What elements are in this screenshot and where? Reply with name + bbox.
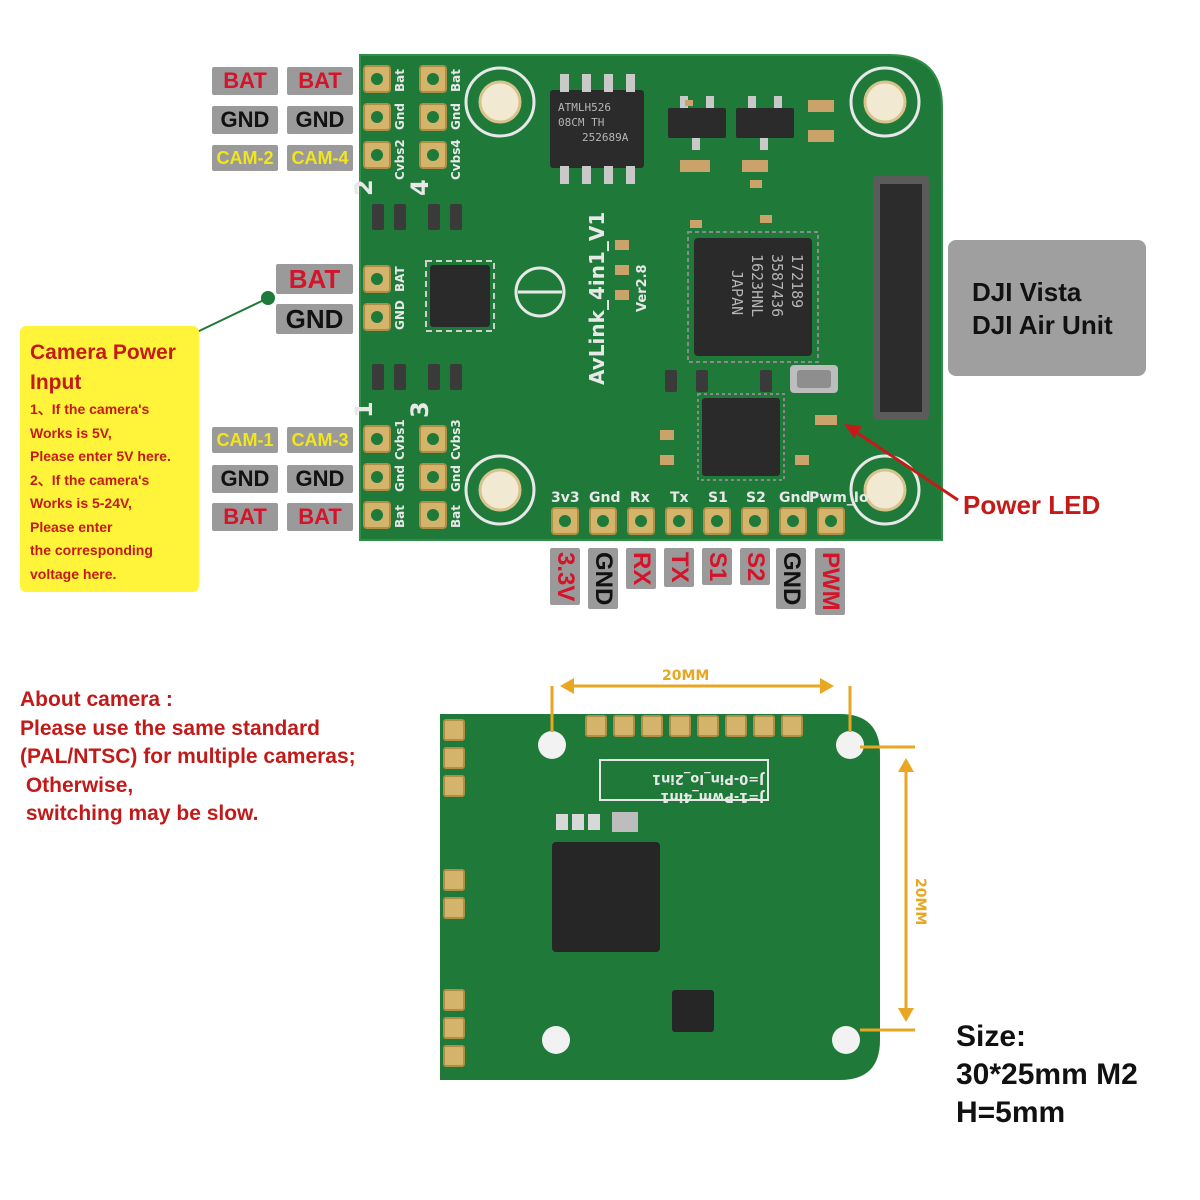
camera-power-note: Camera Power Input 1、If the camera's Wor… [20, 326, 199, 592]
vtag-pwm: PWM [815, 548, 845, 615]
pin-label-pwm: Pwm_Io [809, 490, 869, 506]
svg-text:Gnd: Gnd [393, 103, 407, 130]
tag-cam-3: CAM-3 [287, 427, 353, 453]
dji-compat-box: DJI Vista DJI Air Unit [948, 240, 1146, 376]
note-line: Please enter [30, 518, 113, 535]
tag-gnd-3: GND [212, 465, 278, 493]
tag-bat-1: BAT [212, 67, 278, 95]
note-line: voltage here. [30, 565, 117, 582]
svg-text:Bat: Bat [393, 505, 407, 528]
vtag-3v3: 3.3V [550, 548, 580, 606]
eeprom-chip [550, 74, 644, 184]
svg-text:3587436: 3587436 [768, 254, 786, 317]
note-line: Works is 5V, [30, 424, 112, 441]
pin-label-s2: S2 [746, 490, 766, 506]
power-led-label: Power LED [963, 490, 1101, 520]
top-board: AvLink_4in1_V1 Ver2.8 ATMLH526 08CM TH 2… [350, 54, 943, 541]
svg-text:1623HNL: 1623HNL [748, 254, 766, 317]
svg-text:4: 4 [406, 179, 434, 196]
tag-bat-3: BAT [212, 503, 278, 531]
bottom-board: J=1-Pwm_4in1 J=0-Pin_Io_2in1 [440, 714, 880, 1080]
vtag-tx: TX [664, 548, 694, 587]
svg-text:Cvbs2: Cvbs2 [393, 139, 407, 180]
tag-cam-2: CAM-2 [212, 145, 278, 171]
chip-ic1-line2: 08CM TH [558, 116, 604, 129]
dimension-height-label: 20MM [912, 878, 928, 925]
svg-text:Gnd: Gnd [393, 465, 407, 492]
about-camera-text: About camera : Please use the same stand… [20, 688, 356, 825]
vtag-rx: RX [626, 548, 656, 590]
dimension-height [860, 745, 915, 1032]
svg-text:Cvbs1: Cvbs1 [393, 419, 407, 460]
note-title-2: Input [30, 371, 82, 394]
pin-label-s1: S1 [708, 490, 728, 506]
tag-cam-1: CAM-1 [212, 427, 278, 453]
tag-bat-2: BAT [287, 67, 353, 95]
svg-text:GND: GND [393, 300, 407, 330]
note-title-1: Camera Power [30, 341, 176, 364]
vtag-gnd-2: GND [776, 548, 806, 610]
pin-label-3v3: 3v3 [551, 490, 580, 506]
chip-ic1-line1: ATMLH526 [558, 101, 611, 114]
note-line: Please enter 5V here. [30, 448, 171, 464]
chip-ic1-line3: 252689A [582, 131, 629, 144]
svg-text:Cvbs4: Cvbs4 [449, 139, 463, 180]
tag-gnd-4: GND [287, 465, 353, 493]
main-chip [687, 231, 819, 363]
dimension-width [550, 678, 852, 732]
tag-gnd-1: GND [212, 106, 278, 134]
note-line: 2、If the camera's [30, 471, 150, 488]
svg-text:JAPAN: JAPAN [728, 270, 746, 315]
vtag-gnd-1: GND [588, 548, 618, 610]
vtag-s2: S2 [740, 548, 770, 586]
jumper-label-2: J=0-Pin_Io_2in1 [652, 771, 765, 786]
tag-gnd-mid: GND [276, 304, 353, 334]
tag-bat-4: BAT [287, 503, 353, 531]
tag-gnd-2: GND [287, 106, 353, 134]
svg-text:1: 1 [350, 401, 378, 418]
dimension-width-label: 20MM [662, 668, 709, 684]
dji-line-2: DJI Air Unit [972, 310, 1113, 340]
dji-connector [873, 176, 929, 420]
svg-text:Cvbs3: Cvbs3 [449, 419, 463, 460]
svg-text:Bat: Bat [449, 505, 463, 528]
svg-text:2: 2 [350, 179, 378, 196]
pin-label-rx: Rx [630, 490, 650, 506]
svg-text:Gnd: Gnd [449, 103, 463, 130]
svg-text:Bat: Bat [449, 69, 463, 92]
note-line: the corresponding [30, 542, 153, 558]
svg-text:Gnd: Gnd [449, 465, 463, 492]
dji-line-1: DJI Vista [972, 277, 1082, 307]
svg-text:172189: 172189 [788, 254, 806, 308]
pin-label-gnd2: Gnd [779, 490, 810, 506]
jumper-label-1: J=1-Pwm_4in1 [660, 789, 765, 804]
pcb-version: Ver2.8 [635, 264, 650, 312]
pcb-board-name: AvLink_4in1_V1 [585, 212, 609, 385]
tag-cam-4: CAM-4 [287, 145, 353, 171]
svg-text:3: 3 [406, 401, 434, 418]
vtag-s1: S1 [702, 548, 732, 586]
tag-bat-mid: BAT [276, 264, 353, 294]
note-line: Works is 5-24V, [30, 495, 132, 511]
pin-label-gnd1: Gnd [589, 490, 620, 506]
size-text: Size: 30*25mm M2 H=5mm [956, 1020, 1138, 1129]
main-chip-marks: 172189 3587436 1623HNL JAPAN [728, 254, 806, 317]
svg-text:Bat: Bat [393, 69, 407, 92]
svg-text:BAT: BAT [393, 265, 407, 292]
pin-label-tx: Tx [670, 490, 689, 506]
note-line: 1、If the camera's [30, 401, 150, 417]
